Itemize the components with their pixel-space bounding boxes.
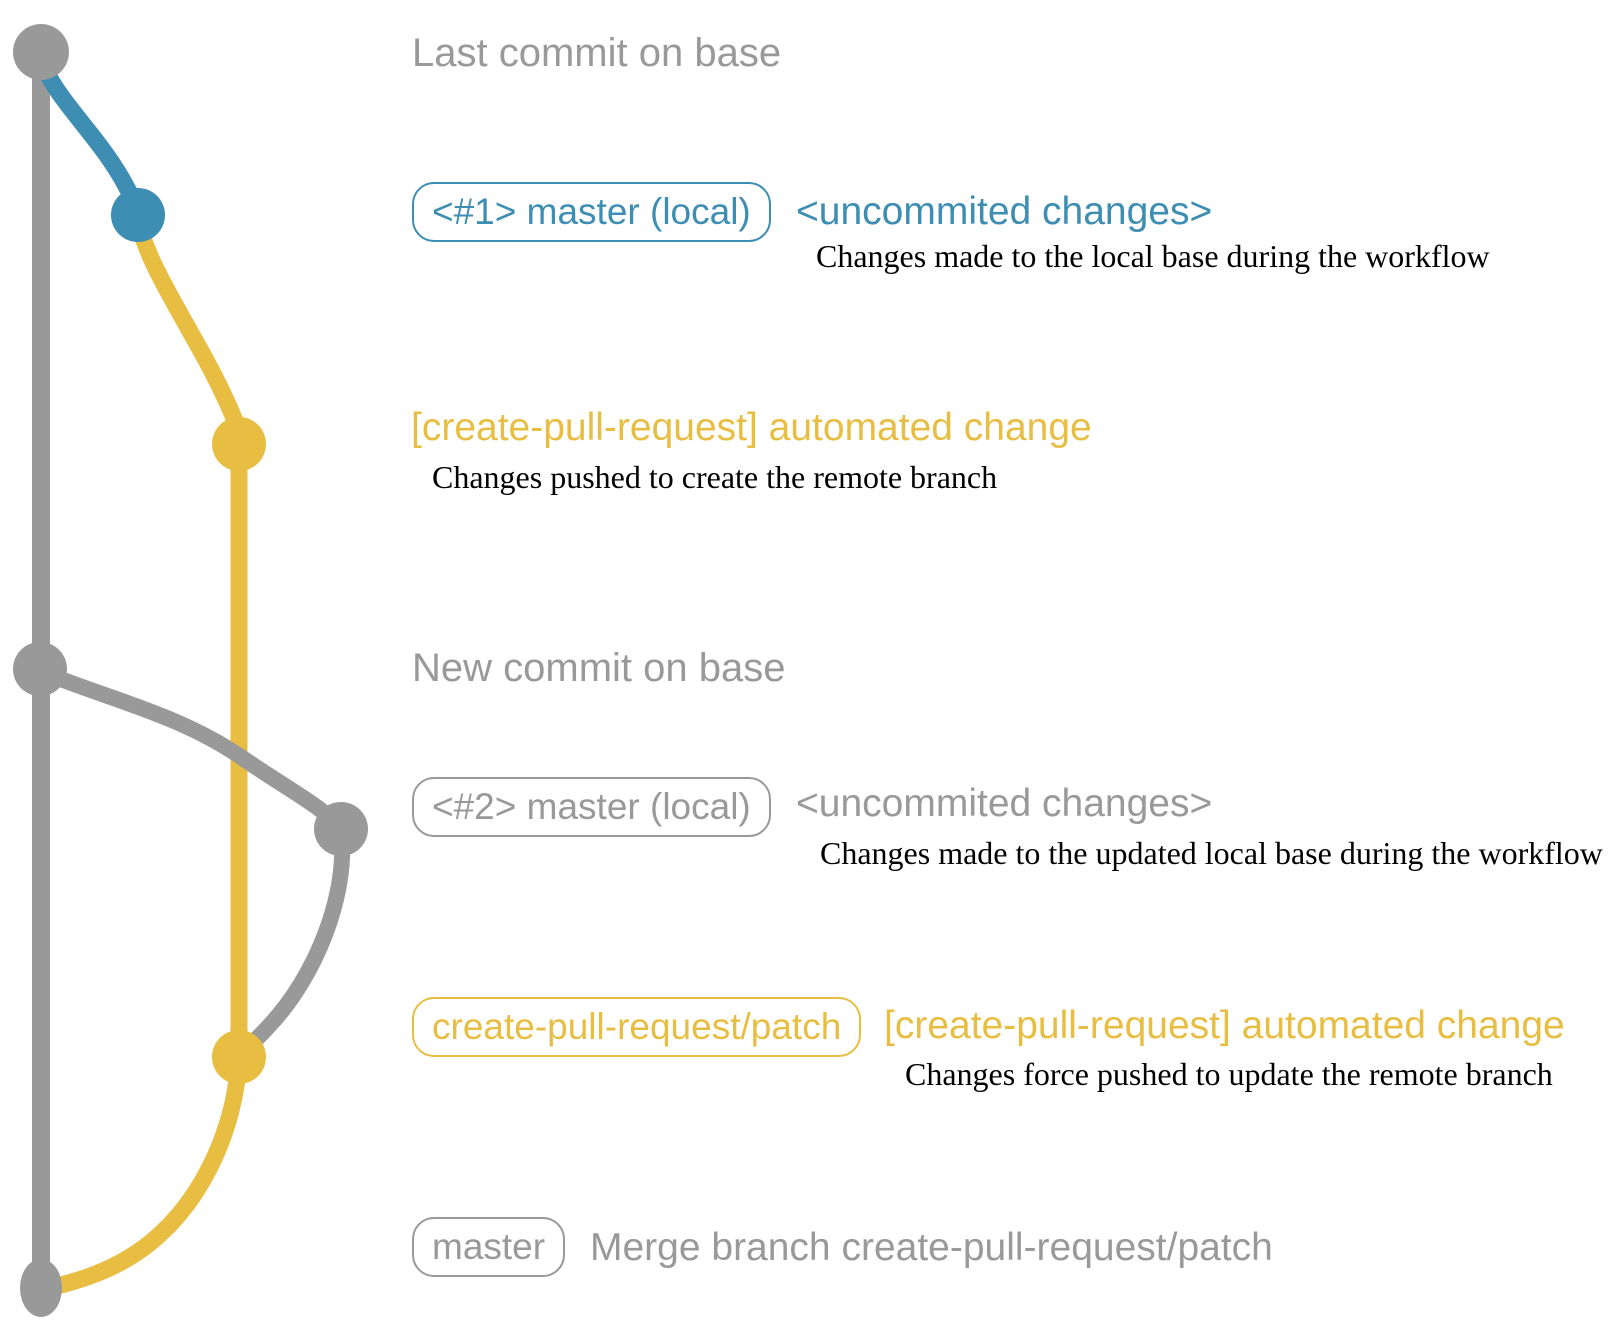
- commit-dot-merge: [20, 1259, 62, 1317]
- commit-desc-automated-2: Changes force pushed to update the remot…: [905, 1056, 1553, 1092]
- commit-message-automated-2: [create-pull-request] automated change: [884, 1004, 1565, 1047]
- commit-dot-last-base: [13, 24, 69, 80]
- commit-desc-automated-1: Changes pushed to create the remote bran…: [432, 459, 998, 495]
- branch-badge-master-local-2: <#2> master (local): [412, 777, 771, 837]
- commit-dot-local-2: [314, 802, 368, 856]
- patch-branch-curve-top: [129, 207, 248, 454]
- commit-message-automated-1: [create-pull-request] automated change: [411, 406, 1092, 449]
- commit-dot-patch-1: [212, 417, 266, 471]
- annotation-last-commit-on-base: Last commit on base: [412, 31, 782, 75]
- commit-message-merge: Merge branch create-pull-request/patch: [590, 1226, 1273, 1269]
- patch-branch-merge-curve: [35, 1049, 248, 1298]
- rebase-curve-in: [232, 822, 351, 1065]
- commit-desc-uncommited-1: Changes made to the local base during th…: [816, 238, 1490, 274]
- commit-message-uncommited-2: <uncommited changes>: [796, 782, 1213, 825]
- branch-badge-master: master: [412, 1217, 566, 1277]
- commit-dot-patch-2: [212, 1030, 266, 1084]
- commit-dot-new-base: [13, 642, 67, 696]
- branch-badge-create-pull-request-patch: create-pull-request/patch: [412, 997, 862, 1057]
- commit-desc-uncommited-2: Changes made to the updated local base d…: [820, 835, 1603, 871]
- commit-message-uncommited-1: <uncommited changes>: [796, 190, 1213, 233]
- commit-graph: [13, 24, 368, 1317]
- local-branch-line: [32, 51, 147, 224]
- annotation-new-commit-on-base: New commit on base: [412, 646, 786, 690]
- commit-dot-local-1: [111, 188, 165, 242]
- branch-badge-master-local-1: <#1> master (local): [412, 182, 771, 242]
- rebase-curve-out: [32, 663, 349, 838]
